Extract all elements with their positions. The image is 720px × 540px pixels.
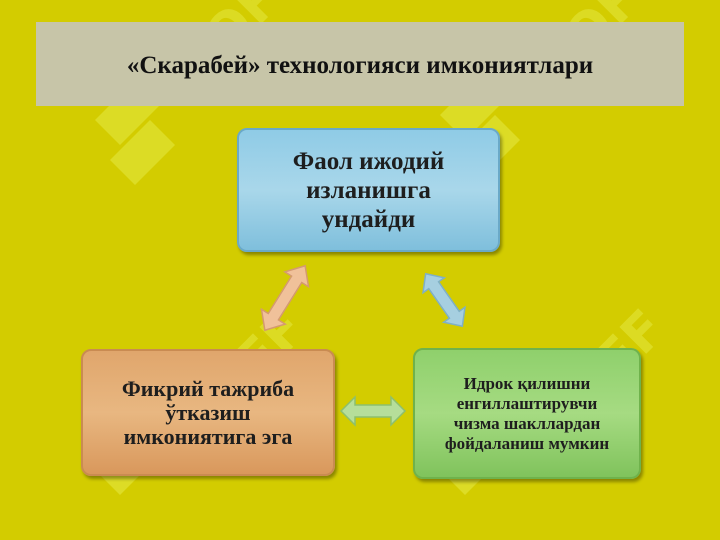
box-active-creative-search: Фаол ижодий изланишга ундайди xyxy=(237,128,500,252)
arrow-bottom xyxy=(339,395,407,427)
title-band: «Скарабей» технологияси имкониятлари xyxy=(36,22,684,106)
box-right-label: Идрок қилишни енгиллаштирувчи чизма шакл… xyxy=(444,373,610,453)
box-thought-experiment: Фикрий тажриба ўтказиш имкониятига эга xyxy=(81,349,335,476)
slide-title: «Скарабей» технологияси имкониятлари xyxy=(126,52,594,79)
box-left-label: Фикрий тажриба ўтказиш имкониятига эга xyxy=(121,375,295,449)
box-schematic-forms: Идрок қилишни енгиллаштирувчи чизма шакл… xyxy=(413,348,641,479)
arrow-top-left xyxy=(260,264,310,332)
arrow-top-right xyxy=(422,272,466,328)
box-top-label: Фаол ижодий изланишга ундайди xyxy=(292,147,445,233)
